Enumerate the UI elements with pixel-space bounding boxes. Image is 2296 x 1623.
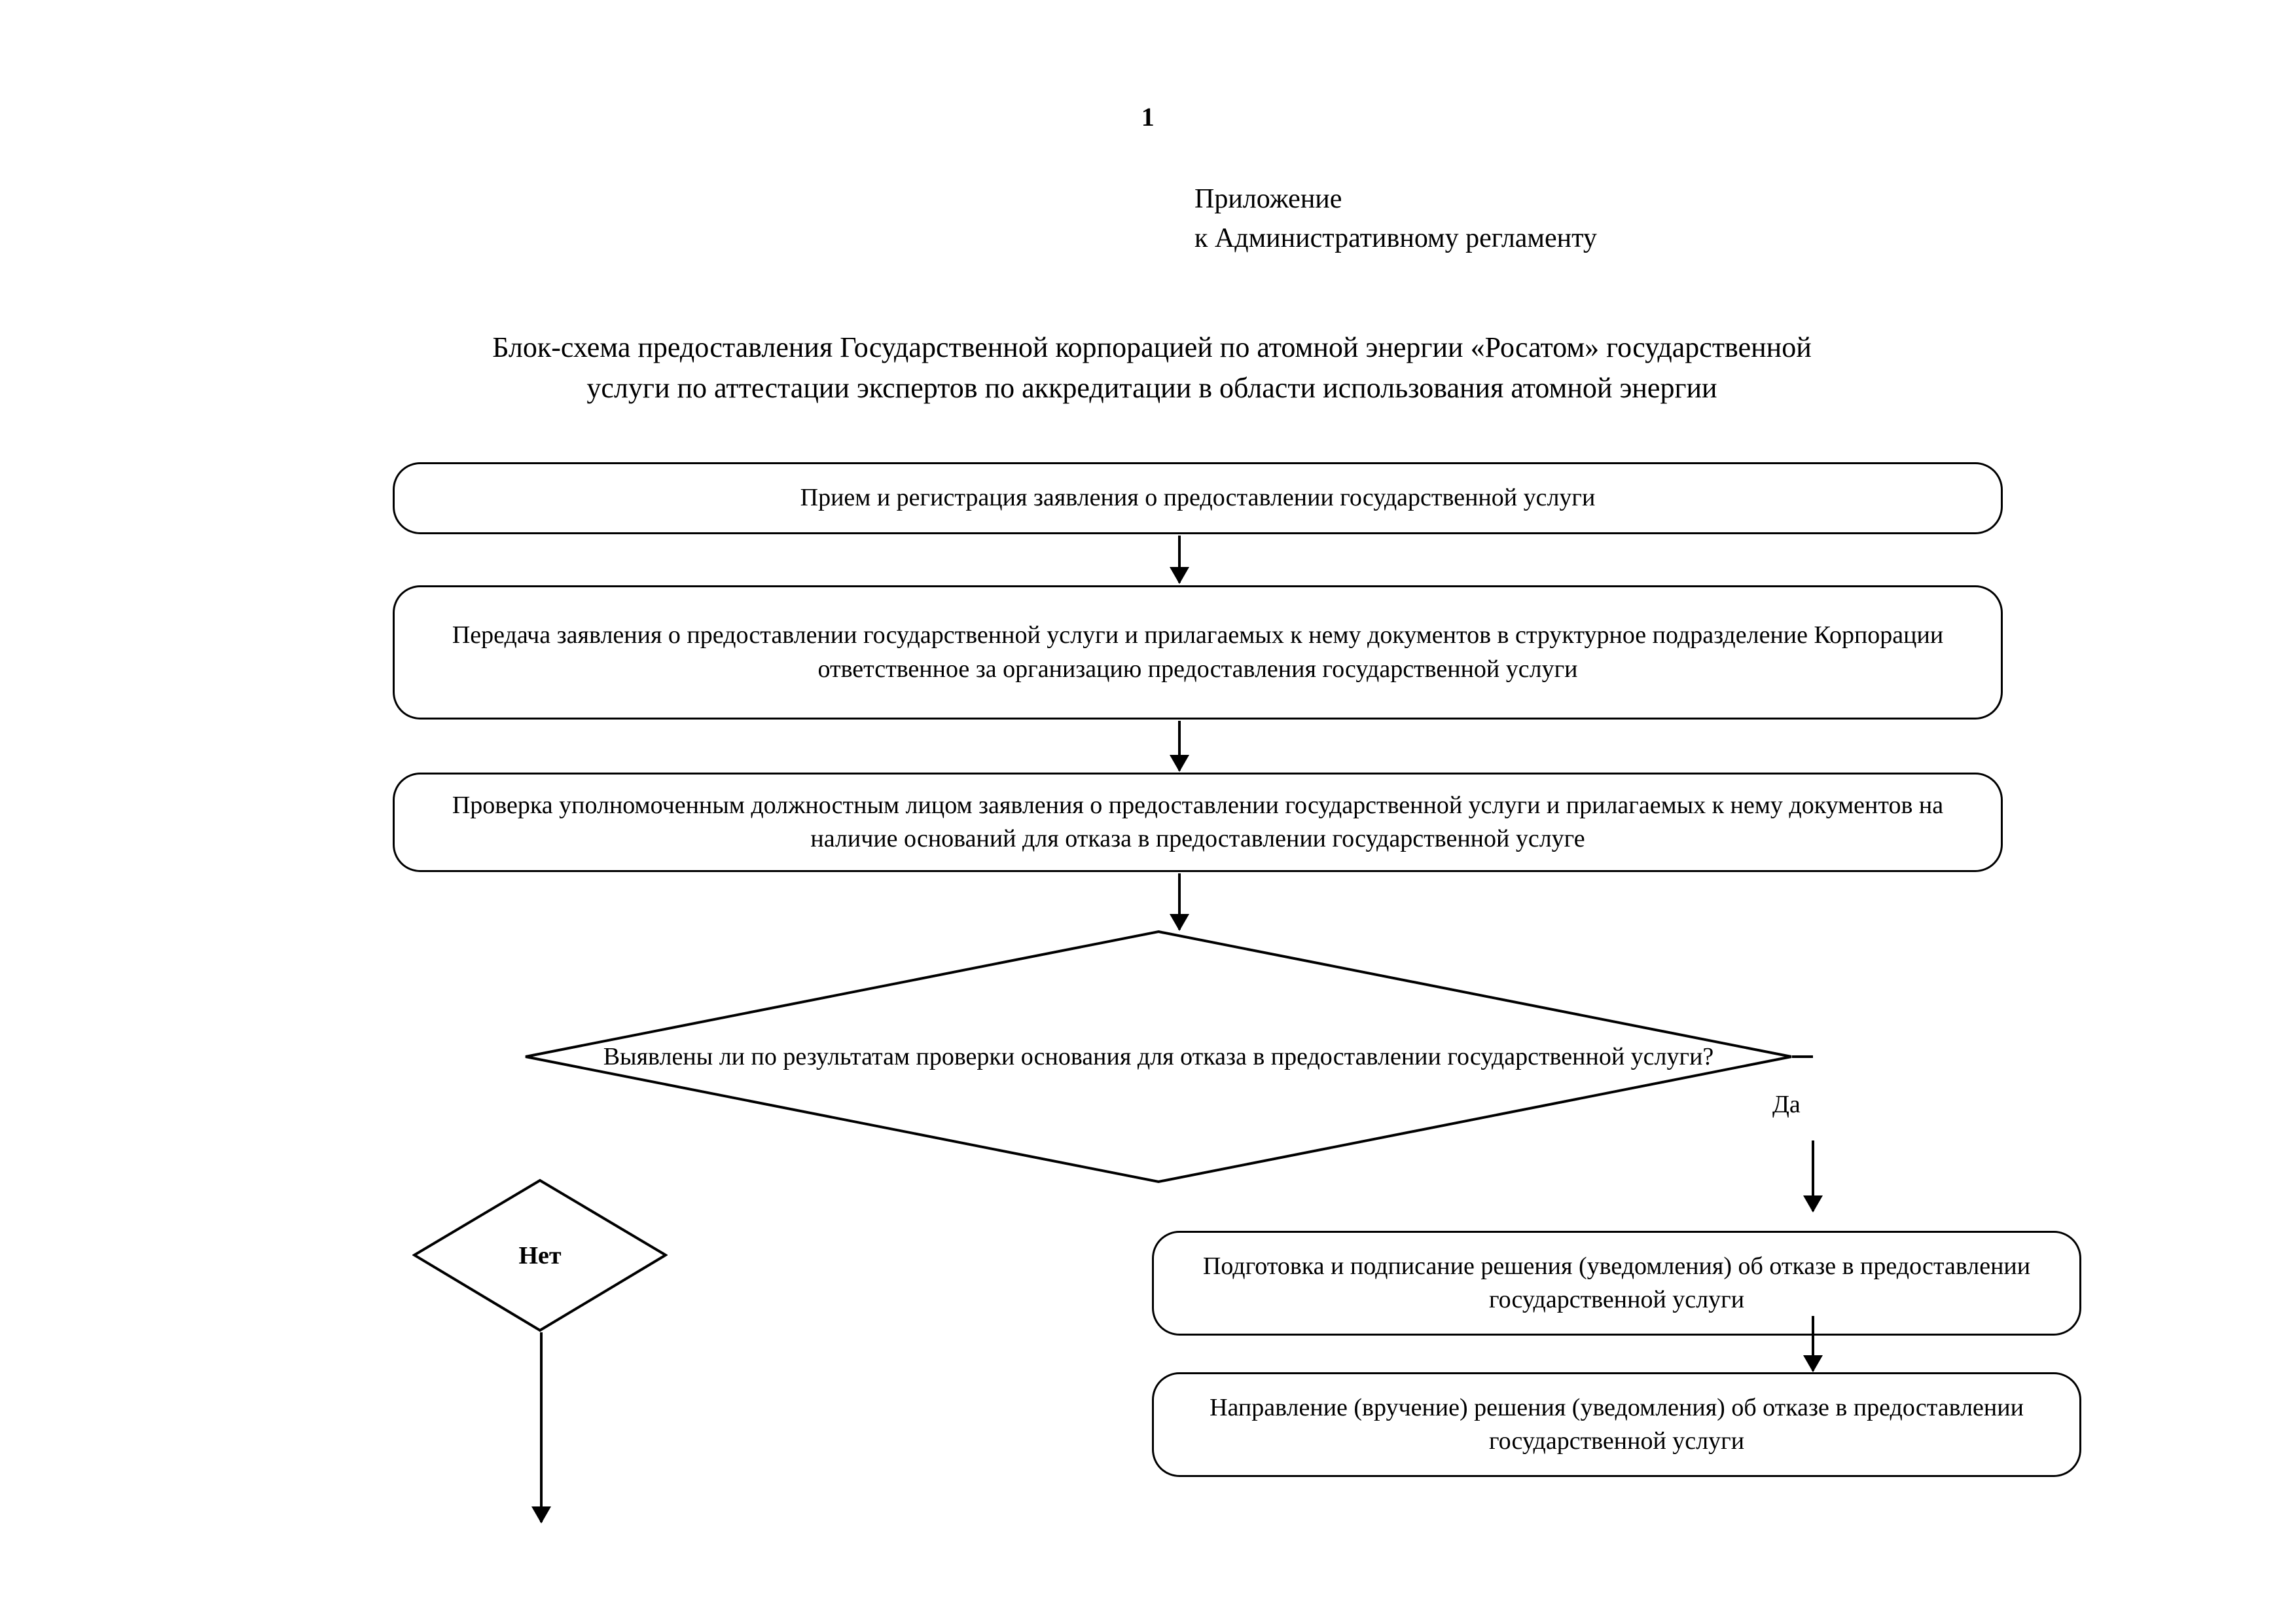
edge-yes-horizontal <box>1792 1055 1813 1058</box>
diamond-shape-icon <box>412 1178 668 1332</box>
flow-node-decision-label: Выявлены ли по результатам проверки осно… <box>603 1042 1714 1070</box>
appendix-line-1: Приложение <box>1194 184 1342 214</box>
flow-node-check-label: Проверка уполномоченным должностным лицо… <box>452 791 1944 852</box>
arrow-transfer-to-check <box>1170 721 1189 772</box>
flow-node-refusal-prep: Подготовка и подписание решения (уведомл… <box>1152 1231 2081 1336</box>
page-title-line-2: услуги по аттестации экспертов по аккред… <box>586 372 1717 405</box>
appendix-line-2: к Административному регламенту <box>1194 223 1597 253</box>
flow-node-refusal-prep-label: Подготовка и подписание решения (уведомл… <box>1202 1252 2031 1313</box>
page-number: 1 <box>1141 102 1155 132</box>
arrow-intake-to-transfer <box>1170 536 1189 584</box>
page-title: Блок-схема предоставления Государственно… <box>249 327 2055 409</box>
flow-node-check: Проверка уполномоченным должностным лицо… <box>393 773 2003 872</box>
diamond-shape-icon <box>525 930 1792 1184</box>
flow-node-refusal-send: Направление (вручение) решения (уведомле… <box>1152 1372 2081 1477</box>
flow-node-no-branch-label: Нет <box>518 1241 562 1269</box>
arrow-refusal-prep-to-send <box>1803 1316 1823 1372</box>
edge-label-yes: Да <box>1772 1091 1801 1118</box>
arrow-decision-to-refusal-prep <box>1803 1140 1823 1213</box>
flow-node-transfer: Передача заявления о предоставлении госу… <box>393 585 2003 720</box>
page-title-line-1: Блок-схема предоставления Государственно… <box>492 331 1812 363</box>
flow-node-intake-label: Прием и регистрация заявления о предоста… <box>800 484 1596 512</box>
flow-node-transfer-label: Передача заявления о предоставлении госу… <box>452 621 1944 683</box>
flow-node-decision: Выявлены ли по результатам проверки осно… <box>524 930 1793 1184</box>
flow-node-intake: Прием и регистрация заявления о предоста… <box>393 462 2003 534</box>
flow-node-no-branch: Нет <box>412 1178 668 1332</box>
appendix-heading: Приложение к Административному регламент… <box>1194 180 1597 258</box>
arrow-no-branch-down <box>531 1332 551 1523</box>
flow-node-refusal-send-label: Направление (вручение) решения (уведомле… <box>1210 1393 2024 1455</box>
arrow-check-to-decision <box>1170 873 1189 931</box>
